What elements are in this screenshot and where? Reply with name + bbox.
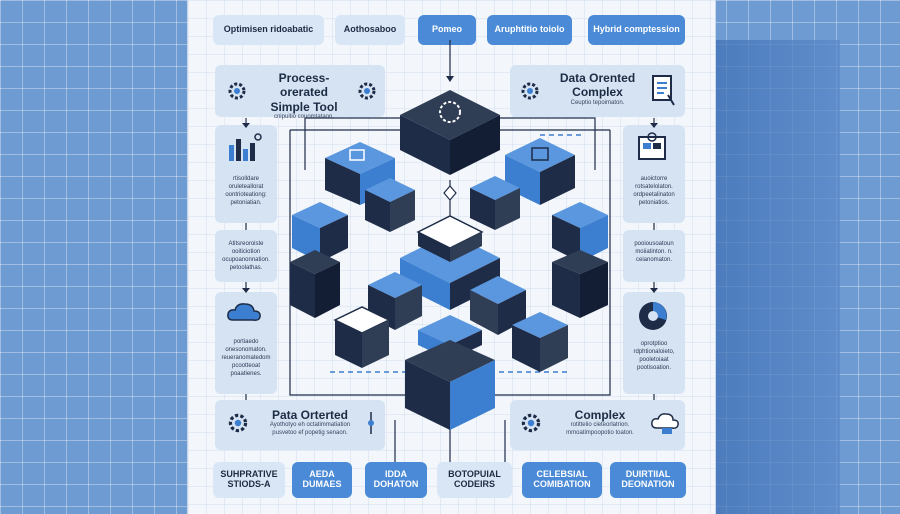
- cube-far-right: [552, 202, 608, 262]
- right-header-subtitle: Ceuptio tepoimaton.: [570, 99, 625, 106]
- cube-bottom-center: [405, 315, 495, 430]
- cube-lower-right-mid: [470, 276, 526, 335]
- bottom-tab-3[interactable]: IDDA DOHATON: [365, 462, 427, 498]
- bottom-right-title: Complex: [574, 408, 626, 422]
- cube-right-blue: [505, 138, 575, 205]
- left-header-title-line1: Process-orerated: [278, 71, 330, 100]
- top-tab-3[interactable]: Pomeo: [418, 15, 476, 45]
- right-header-box: Data Orented Complex Ceuptio tepoimaton.: [510, 65, 685, 117]
- bottom-right-subtitle: rotittelio cieteorlatrion. mmoatimpoopot…: [566, 422, 634, 436]
- left-card-3-text: portiaedo onesonomaton. reueranomatedom …: [221, 339, 271, 378]
- bottom-left-box: Pata Orterted Ayothotyo eh octatimmatiat…: [215, 400, 385, 450]
- top-tab-2[interactable]: Aothosaboo: [335, 15, 405, 45]
- target-icon: [368, 412, 374, 434]
- left-card-1-text: rtisolldare oruleteallorat oontrioteatio…: [225, 176, 267, 207]
- background-shadow: [700, 40, 840, 514]
- bottom-tab-4[interactable]: BOTOPUIAL CODEIRS: [437, 462, 512, 498]
- top-tab-4[interactable]: Aruphtitio toiolo: [487, 15, 572, 45]
- cube-left-mid: [365, 178, 415, 232]
- right-card-2-text: pooiousoatoun moiiatinton. n. ceianomato…: [634, 241, 674, 264]
- bottom-left-title: Pata Orterted: [271, 408, 349, 422]
- bottom-tab-5[interactable]: CELEBSIAL COMIBATION: [522, 462, 602, 498]
- left-card-2-text: Atitsreoroiste ooiticiotion ocupoanonnat…: [222, 241, 270, 272]
- right-header-title-line1: Data Orented: [559, 71, 636, 85]
- cube-top-gear: [400, 90, 500, 175]
- cube-lower-left: [290, 250, 340, 318]
- gear-icon: [228, 413, 248, 433]
- right-card-3: oprotptioo rdphtionaloieto, pooletoiaat …: [623, 292, 685, 394]
- gear-icon: [228, 82, 246, 100]
- right-card-2: pooiousoatoun moiiatinton. n. ceianomato…: [623, 230, 685, 282]
- top-tab-1[interactable]: Optimisen ridoabatic: [213, 15, 324, 45]
- left-card-3: portiaedo onesonomaton. reueranomatedom …: [215, 292, 277, 394]
- right-card-1: auoictorre rotsatelolaton. ordpeetalinat…: [623, 125, 685, 223]
- bar-chart-icon: [229, 133, 262, 161]
- top-tab-5[interactable]: Hybrid comptession: [588, 15, 685, 45]
- right-card-3-text: oprotptioo rdphtionaloieto, pooletoiaat …: [633, 341, 675, 372]
- pie-chart-icon: [639, 302, 667, 330]
- left-header-box: Process-orerated Simple Tool cnipuitio c…: [215, 65, 385, 120]
- dashed-connectors: [330, 134, 585, 373]
- cloud-icon: [651, 413, 679, 434]
- bottom-tab-1[interactable]: SUHPRATIVE STIODS-A: [213, 462, 285, 498]
- document-icon: [652, 75, 675, 106]
- left-card-1: rtisolldare oruleteallorat oontrioteatio…: [215, 125, 277, 223]
- cube-center-stack: [400, 215, 500, 310]
- decision-diamond: [443, 185, 457, 201]
- bottom-tab-2[interactable]: AEDA DUMAES: [292, 462, 352, 498]
- cloud-icon: [227, 303, 261, 321]
- cube-right-mid: [470, 176, 520, 230]
- cube-bottom-left: [333, 306, 391, 368]
- bottom-right-box: Complex rotittelio cieteorlatrion. mmoat…: [510, 400, 685, 450]
- cube-bottom-right: [512, 312, 568, 372]
- bottom-tab-6[interactable]: DUIRTIIAL DEONATION: [610, 462, 686, 498]
- cube-far-left: [292, 202, 348, 262]
- right-header-title-line2: Complex: [572, 85, 623, 100]
- gear-board-icon: [638, 132, 666, 160]
- cube-lower-right: [552, 250, 608, 318]
- bottom-left-subtitle: Ayothotyo eh octatimmatiation pusvetoo e…: [269, 422, 351, 436]
- gear-icon: [521, 82, 539, 100]
- right-card-1-text: auoictorre rotsatelolaton. ordpeetalinat…: [633, 176, 675, 207]
- cube-lower-left-mid: [368, 272, 422, 330]
- gear-icon: [358, 82, 376, 100]
- left-header-subtitle: cnipuitio couomtataon.: [273, 114, 335, 121]
- left-card-2: Atitsreoroiste ooiticiotion ocupoanonnat…: [215, 230, 277, 282]
- gear-icon: [521, 413, 541, 433]
- left-header-title-line2: Simple Tool: [270, 99, 338, 114]
